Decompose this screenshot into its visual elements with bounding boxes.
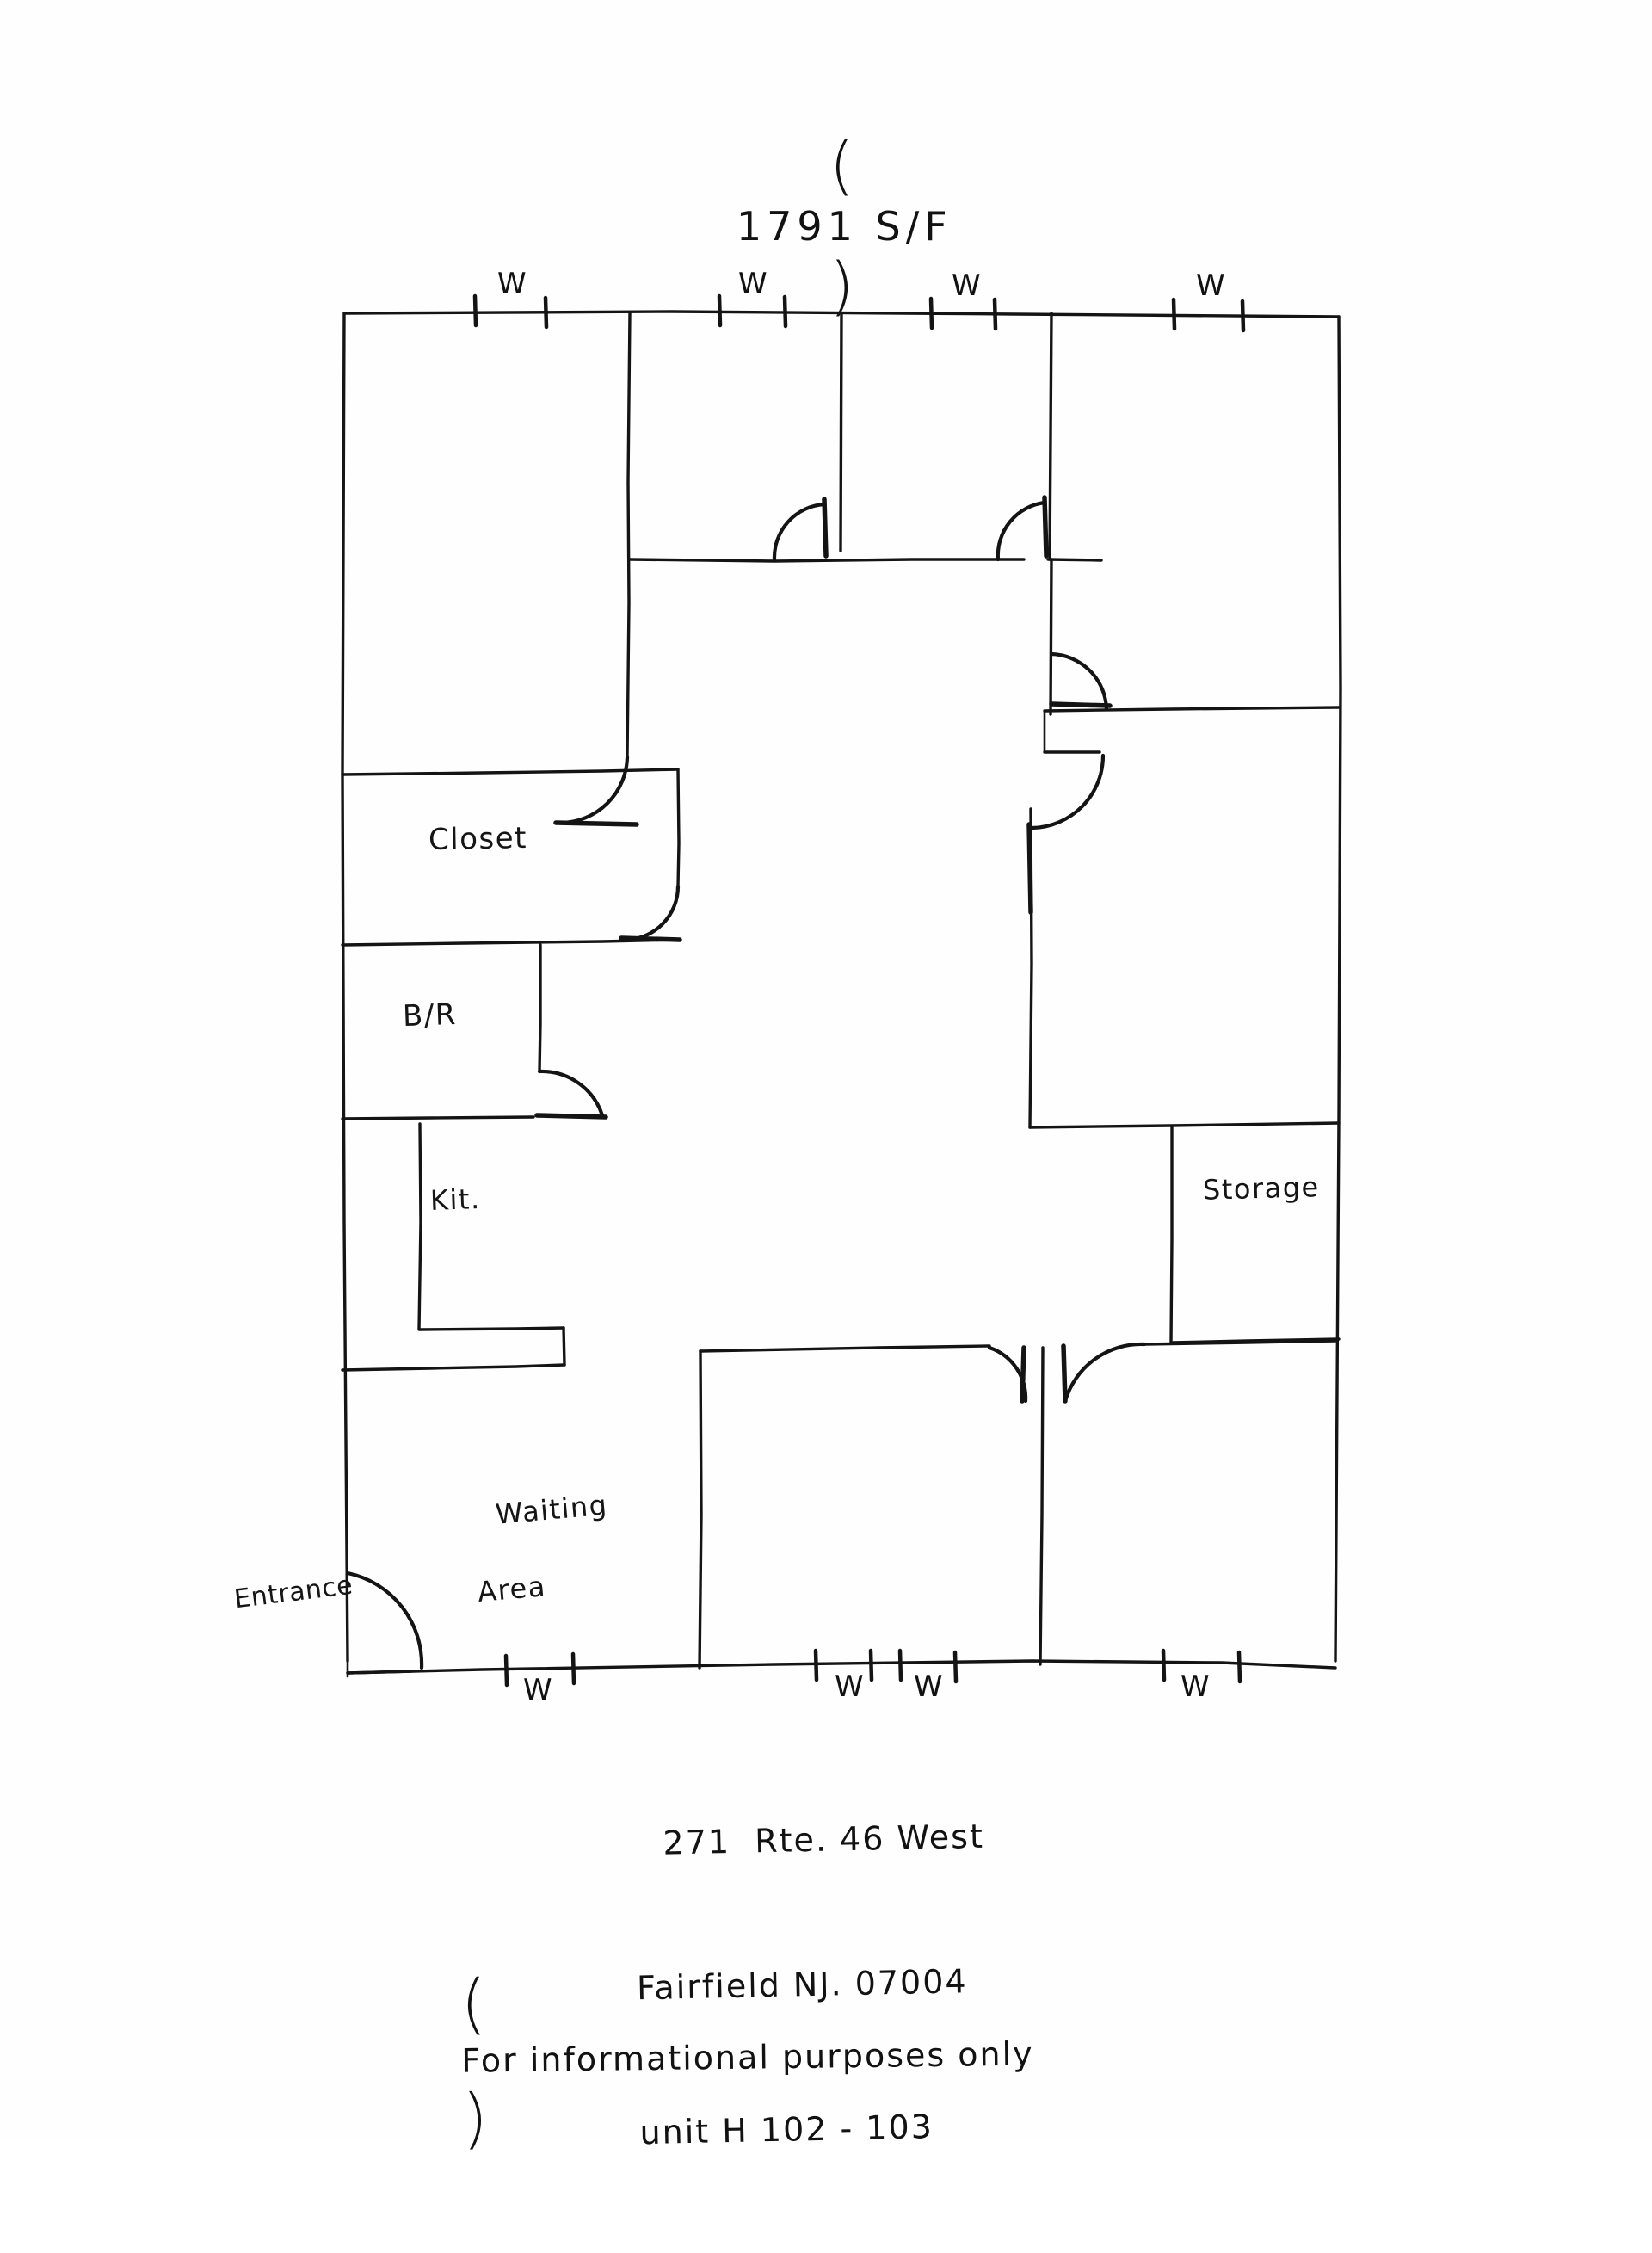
window-marker-bottom-4: W — [1180, 1670, 1210, 1704]
door-arc-nw-office — [558, 755, 630, 825]
disclaimer-close-paren: ) — [461, 2079, 490, 2157]
window-marker-top-1: W — [497, 267, 527, 301]
room-label-waiting-line2: Area — [476, 1570, 548, 1609]
interior-wall-kitchen-right — [417, 1122, 422, 1331]
interior-wall-south-top-a — [699, 1344, 991, 1353]
door-arc-top-center-1 — [772, 502, 827, 562]
interior-wall-br-bottom — [341, 1115, 535, 1120]
room-label-closet: Closet — [428, 820, 528, 858]
interior-wall-closet-right — [676, 768, 681, 888]
door-jamb-south-left — [1020, 1345, 1026, 1404]
room-label-kitchen: Kit. — [429, 1182, 482, 1218]
door-jamb-east-upper — [1049, 701, 1113, 708]
window-marker-top-2: W — [738, 267, 767, 301]
door-arc-south-left — [987, 1345, 1028, 1404]
disclaimer-open-paren: ( — [459, 1965, 489, 2042]
door-jamb-top-center-2 — [1042, 495, 1049, 559]
exterior-wall-left — [341, 312, 349, 1663]
entrance-threshold — [346, 1670, 413, 1675]
door-jamb-south-right — [1061, 1343, 1068, 1404]
door-arc-top-center-2 — [996, 500, 1047, 562]
room-label-waiting-line1: Waiting — [494, 1488, 609, 1531]
window-marker-bottom-3: W — [914, 1670, 943, 1704]
door-arc-south-right — [1063, 1342, 1147, 1404]
interior-wall-east-top — [1043, 706, 1341, 713]
room-label-storage: Storage — [1202, 1170, 1321, 1207]
interior-wall-kitchen-bottom-b — [341, 1363, 566, 1372]
window-marker-top-4: W — [1196, 269, 1225, 303]
door-arc-east-lower — [1030, 753, 1106, 830]
interior-wall-closet-bottom — [341, 938, 681, 947]
door-jamb-east-lower — [1026, 822, 1033, 915]
interior-wall-top-horizontal-b — [1046, 558, 1103, 562]
interior-wall-nw-vertical — [626, 312, 632, 759]
address-line-1: 271 Rte. 46 West — [663, 1817, 985, 1862]
interior-wall-south-left — [698, 1349, 703, 1670]
interior-wall-top-partition-2 — [1048, 312, 1053, 561]
interior-wall-br-right — [538, 943, 542, 1073]
exterior-wall-right — [1334, 315, 1342, 1663]
interior-wall-storage-left — [1169, 1126, 1174, 1344]
room-label-waiting-area: Waiting Area — [451, 1448, 623, 1688]
window-marker-bottom-2: W — [835, 1670, 864, 1704]
interior-wall-kitchen-bottom-a — [418, 1326, 565, 1331]
door-arc-entrance — [345, 1571, 424, 1670]
door-jamb-bathroom — [534, 1113, 608, 1120]
entrance-label: Entrance — [232, 1570, 355, 1615]
title-close-paren: ) — [829, 250, 860, 324]
door-jamb-closet — [619, 935, 682, 942]
title-text: 1791 S/F — [736, 203, 952, 250]
window-marker-bottom-1: W — [523, 1673, 552, 1707]
interior-wall-south-top-b — [1143, 1339, 1337, 1346]
door-arc-east-upper — [1049, 651, 1109, 712]
door-jamb-nw-office — [553, 820, 639, 827]
title-open-paren: ( — [829, 129, 860, 203]
disclaimer-text: For informational purposes only — [461, 2034, 1034, 2080]
disclaimer-block: ( For informational purposes only ) — [411, 1921, 1035, 2195]
interior-wall-closet-top — [341, 768, 680, 776]
interior-wall-east-bottom — [1028, 1121, 1341, 1129]
page-title: ( 1791 S/F ) — [602, 83, 1015, 370]
room-label-bathroom: B/R — [402, 997, 458, 1034]
interior-wall-east-left — [1028, 807, 1033, 1129]
door-arc-closet — [622, 884, 681, 942]
interior-wall-top-horizontal-a — [628, 558, 1026, 563]
door-arc-bathroom — [537, 1069, 605, 1118]
interior-wall-storage-bottom — [1170, 1337, 1341, 1344]
interior-wall-south-center — [1039, 1346, 1045, 1666]
floor-plan-sheet: ( 1791 S/F ) — [232, 83, 1342, 2157]
window-marker-top-3: W — [952, 269, 981, 303]
door-jamb-top-center-1 — [822, 497, 829, 559]
